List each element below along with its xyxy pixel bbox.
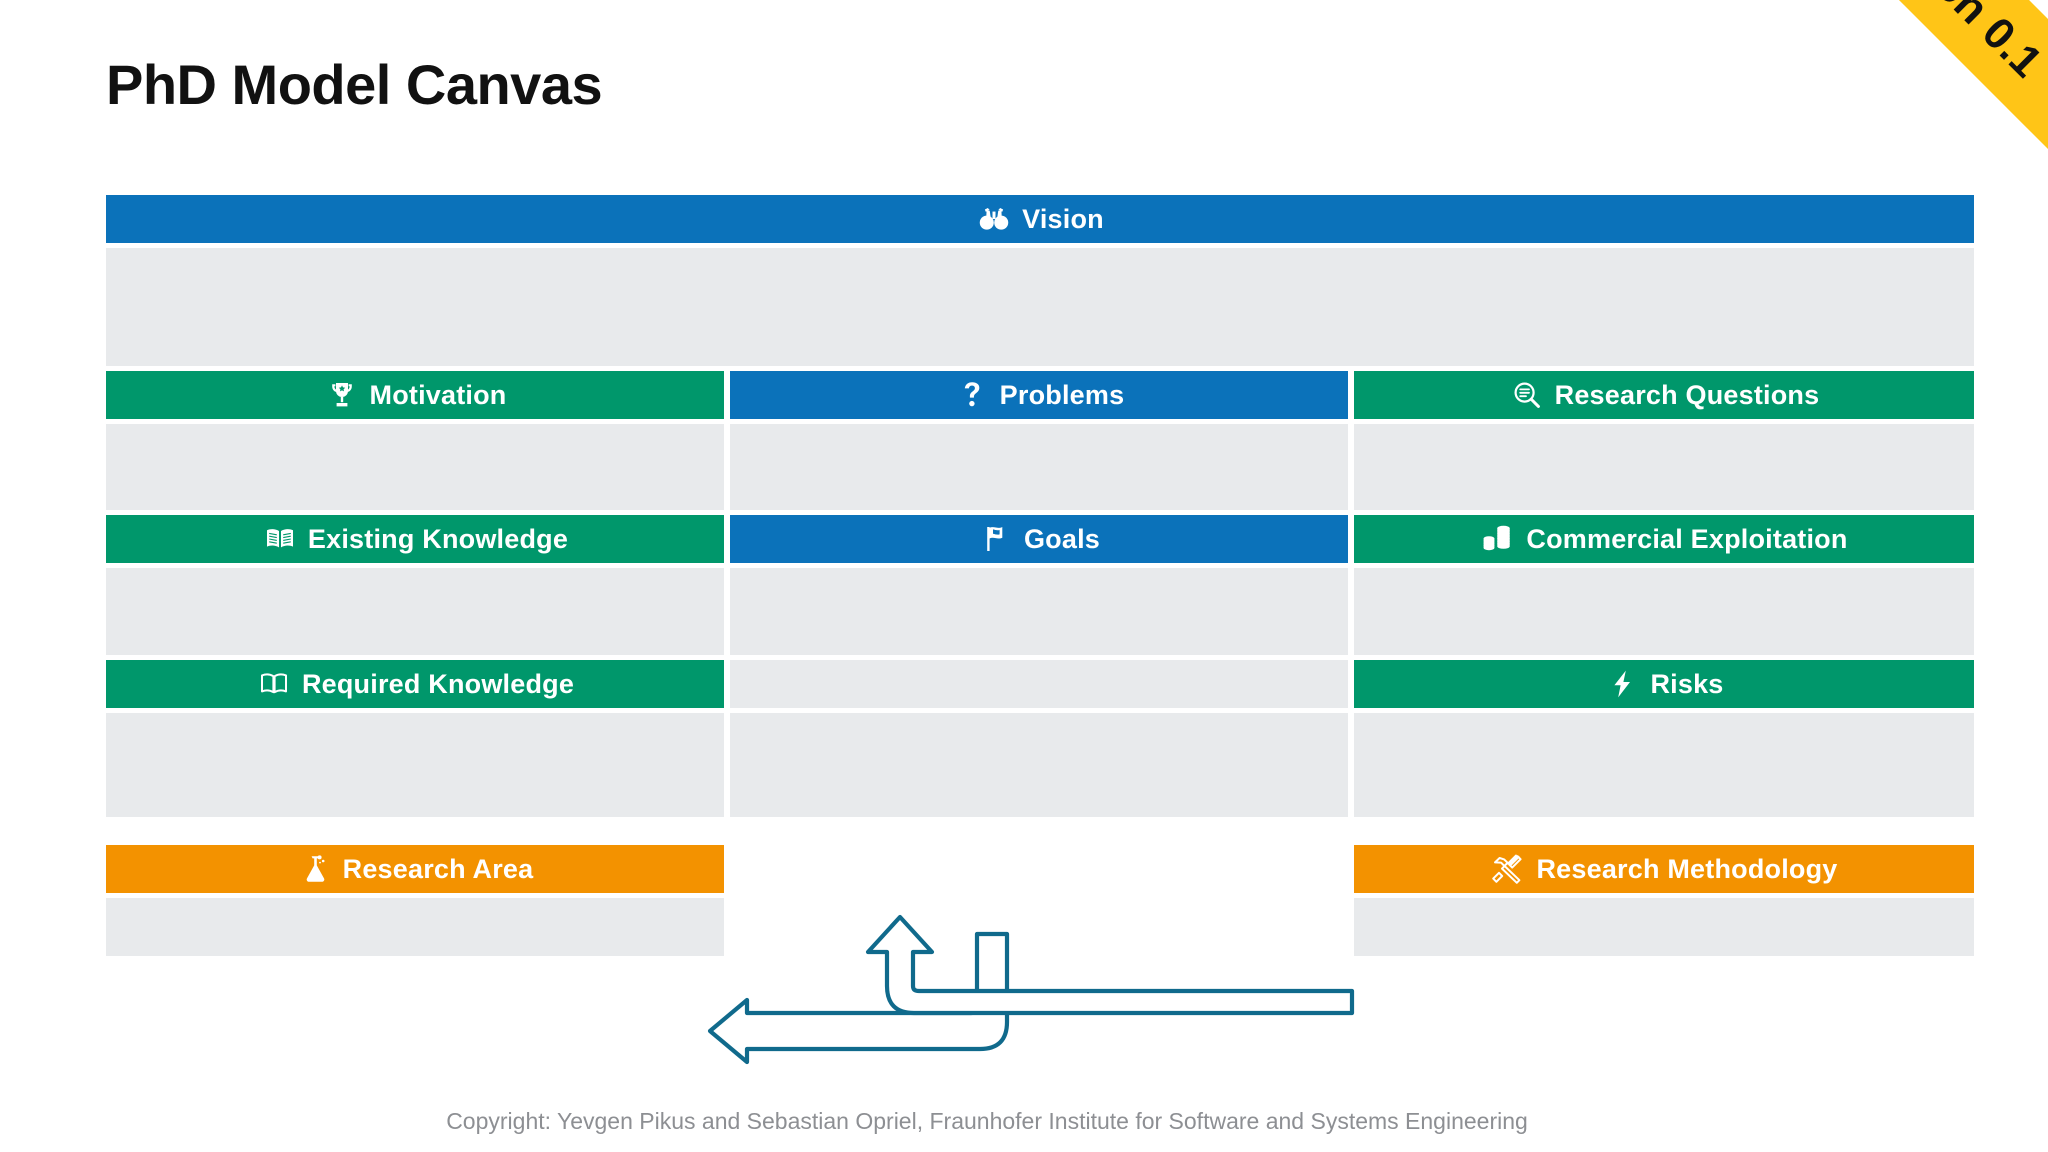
canvas-spacer-middle-lower <box>730 898 1348 956</box>
section-header-required-knowledge[interactable]: Required Knowledge <box>106 660 724 708</box>
lightning-bolt-icon <box>1604 666 1640 702</box>
canvas-row-headers-2: Motivation Problems <box>106 371 1974 419</box>
column-gap <box>1348 515 1354 563</box>
column-gap <box>1348 568 1354 655</box>
row-gap <box>106 366 1974 371</box>
section-header-risks[interactable]: Risks <box>1354 660 1974 708</box>
flask-icon <box>297 851 333 887</box>
section-header-research-questions[interactable]: Research Questions <box>1354 371 1974 419</box>
section-header-goals[interactable]: Goals <box>730 515 1348 563</box>
hammer-wrench-icon <box>1490 851 1526 887</box>
column-gap <box>1348 371 1354 419</box>
row-gap <box>106 563 1974 568</box>
column-gap <box>1348 845 1354 893</box>
section-label-commercial-exploitation: Commercial Exploitation <box>1526 523 1848 554</box>
section-content-goals-middle[interactable] <box>730 660 1348 708</box>
section-content-research-methodology[interactable] <box>1354 898 1974 956</box>
section-header-research-area[interactable]: Research Area <box>106 845 724 893</box>
page-title: PhD Model Canvas <box>106 53 603 116</box>
section-content-problems[interactable] <box>730 424 1348 510</box>
section-content-existing-knowledge[interactable] <box>106 568 724 655</box>
flag-icon <box>978 521 1014 557</box>
section-label-required-knowledge: Required Knowledge <box>301 668 575 699</box>
column-gap <box>724 371 730 419</box>
row-gap <box>106 708 1974 713</box>
column-gap <box>724 568 730 655</box>
section-content-commercial-exploitation[interactable] <box>1354 568 1974 655</box>
row-gap <box>106 510 1974 515</box>
section-label-problems: Problems <box>999 379 1125 410</box>
column-gap <box>724 515 730 563</box>
canvas-row-headers-5: Research Area Research Methodology <box>106 845 1974 893</box>
section-label-goals: Goals <box>1023 523 1101 554</box>
section-content-motivation[interactable] <box>106 424 724 510</box>
section-label-research-questions: Research Questions <box>1554 379 1820 410</box>
trophy-icon <box>324 377 360 413</box>
row-gap <box>106 893 1974 898</box>
section-content-vision[interactable] <box>106 248 1974 366</box>
section-content-goals-upper[interactable] <box>730 568 1348 655</box>
section-header-problems[interactable]: Problems <box>730 371 1348 419</box>
section-header-research-methodology[interactable]: Research Methodology <box>1354 845 1974 893</box>
section-header-existing-knowledge[interactable]: Existing Knowledge <box>106 515 724 563</box>
coins-icon <box>1480 521 1516 557</box>
column-gap <box>724 713 730 817</box>
canvas-spacer-middle <box>730 845 1348 893</box>
column-gap <box>724 845 730 893</box>
section-header-commercial-exploitation[interactable]: Commercial Exploitation <box>1354 515 1974 563</box>
column-gap <box>724 660 730 708</box>
section-content-required-knowledge[interactable] <box>106 713 724 817</box>
column-gap <box>1348 660 1354 708</box>
open-book-outline-icon <box>256 666 292 702</box>
section-content-research-area[interactable] <box>106 898 724 956</box>
column-gap <box>1348 424 1354 510</box>
row-gap <box>106 817 1974 845</box>
binoculars-icon <box>976 201 1012 237</box>
section-label-research-area: Research Area <box>342 853 534 884</box>
row-gap <box>106 243 1974 248</box>
open-book-filled-icon <box>262 521 298 557</box>
question-mark-icon <box>954 377 990 413</box>
section-content-goals-lower[interactable] <box>730 713 1348 817</box>
section-label-existing-knowledge: Existing Knowledge <box>307 523 569 554</box>
section-label-risks: Risks <box>1650 668 1724 699</box>
section-content-risks[interactable] <box>1354 713 1974 817</box>
canvas-body-row-2 <box>106 424 1974 510</box>
canvas-row-headers-3: Existing Knowledge Goals <box>106 515 1974 563</box>
section-header-vision[interactable]: Vision <box>106 195 1974 243</box>
canvas-body-vision <box>106 248 1974 366</box>
column-gap <box>1348 713 1354 817</box>
section-label-vision: Vision <box>1022 203 1104 234</box>
section-content-research-questions[interactable] <box>1354 424 1974 510</box>
canvas-body-row-5 <box>106 898 1974 956</box>
column-gap <box>724 424 730 510</box>
copyright-footer: Copyright: Yevgen Pikus and Sebastian Op… <box>446 1108 1528 1134</box>
section-label-motivation: Motivation <box>369 379 507 410</box>
row-gap <box>106 419 1974 424</box>
column-gap <box>724 898 730 956</box>
search-list-icon <box>1509 377 1545 413</box>
row-gap <box>106 655 1974 660</box>
version-ribbon: Version 0.1 <box>1719 0 2048 217</box>
canvas-body-row-3 <box>106 568 1974 655</box>
version-ribbon-label: Version 0.1 <box>1848 0 2048 88</box>
section-label-research-methodology: Research Methodology <box>1536 853 1838 884</box>
section-header-motivation[interactable]: Motivation <box>106 371 724 419</box>
phd-model-canvas: Vision Motivation <box>106 195 1974 956</box>
canvas-row-headers-4: Required Knowledge Risks <box>106 660 1974 708</box>
canvas-row-vision: Vision <box>106 195 1974 243</box>
canvas-body-row-4 <box>106 713 1974 817</box>
